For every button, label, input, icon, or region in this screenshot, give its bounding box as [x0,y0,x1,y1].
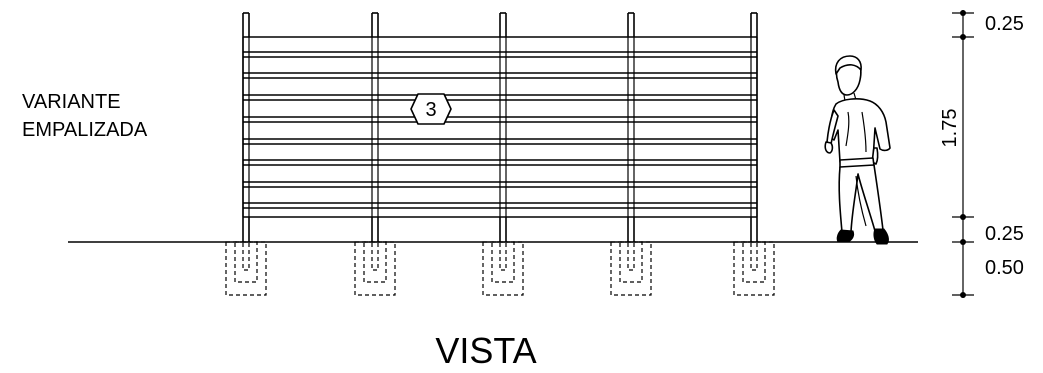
foundation [610,241,652,296]
post-foundations [225,241,775,296]
foundation [354,241,396,296]
variant-label-line2: EMPALIZADA [22,119,148,141]
detail-tag-number: 3 [425,99,436,121]
dimension-chain: 0.25 1.75 0.25 0.50 [939,10,1024,298]
fence-posts [242,12,758,242]
detail-tag: 3 [410,93,452,125]
dim-panel-height: 1.75 [939,109,961,148]
foundation [733,241,775,296]
fence-post [371,12,379,242]
dim-top-extension: 0.25 [985,13,1024,35]
figure-hair [834,55,862,75]
fence-post [242,12,250,242]
figure-shirt [829,98,891,163]
scale-human-figure [824,55,891,245]
view-title: VISTA [435,330,536,371]
fence-post [750,12,758,242]
figure-left-shoe [836,229,855,243]
foundation [225,241,267,296]
foundation [482,241,524,296]
dim-foundation-depth: 0.50 [985,257,1024,279]
figure-right-shoe [873,228,889,245]
fence-post [499,12,507,242]
figure-trousers [838,164,884,233]
fence-post [627,12,635,242]
variant-label-line1: VARIANTE [22,91,121,113]
detail-hexagon [410,93,452,125]
dim-bottom-gap: 0.25 [985,223,1024,245]
